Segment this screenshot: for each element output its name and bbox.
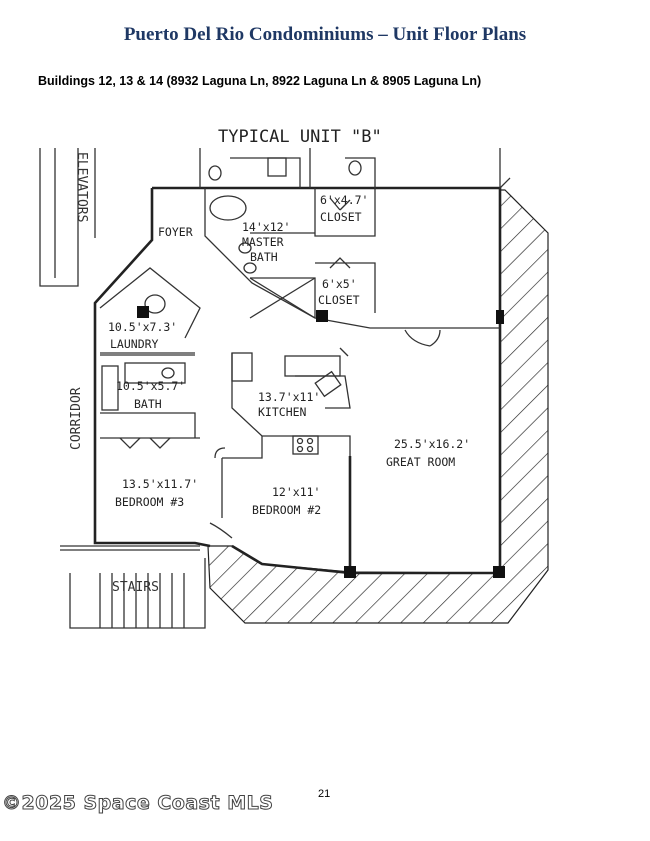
master-bath-dimensions: 14'x12'	[242, 220, 290, 234]
great-room-dimensions: 25.5'x16.2'	[394, 437, 470, 451]
bedroom3-dimensions: 13.5'x11.7'	[122, 477, 198, 491]
bath-dimensions: 10.5'x5.7'	[116, 379, 185, 393]
bedroom2-name: BEDROOM #2	[252, 503, 321, 517]
elevators-label: ELEVATORS	[74, 152, 89, 222]
closet1-name: CLOSET	[320, 210, 362, 224]
great-room-name: GREAT ROOM	[386, 455, 455, 469]
page-number: 21	[318, 788, 331, 800]
interior-walls	[39, 148, 511, 629]
foyer-label: FOYER	[158, 225, 193, 239]
bedroom2-dimensions: 12'x11'	[272, 485, 320, 499]
master-bath-name-2: BATH	[250, 250, 278, 264]
structural-columns	[137, 306, 505, 578]
floor-plan: TYPICAL UNIT "B"	[39, 127, 549, 629]
master-bath-name-1: MASTER	[242, 235, 284, 249]
page-title: Puerto Del Rio Condominiums – Unit Floor…	[123, 24, 527, 45]
unit-title: TYPICAL UNIT "B"	[218, 127, 382, 147]
bath-name: BATH	[134, 397, 162, 411]
unit-walls	[93, 186, 502, 575]
closet2-dimensions: 6'x5'	[322, 277, 357, 291]
laundry-name: LAUNDRY	[110, 337, 159, 351]
mls-watermark: ©2025 Space Coast MLS	[1, 792, 274, 815]
page-subtitle: Buildings 12, 13 & 14 (8932 Laguna Ln, 8…	[38, 74, 482, 88]
closet2-name: CLOSET	[318, 293, 360, 307]
bedroom3-name: BEDROOM #3	[115, 495, 184, 509]
kitchen-name: KITCHEN	[258, 405, 307, 419]
stairs-label: STAIRS	[112, 580, 159, 595]
closet1-dimensions: 6'x4.7'	[320, 193, 368, 207]
laundry-dimensions: 10.5'x7.3'	[108, 320, 177, 334]
corridor-label: CORRIDOR	[69, 387, 84, 450]
kitchen-dimensions: 13.7'x11'	[258, 390, 320, 404]
